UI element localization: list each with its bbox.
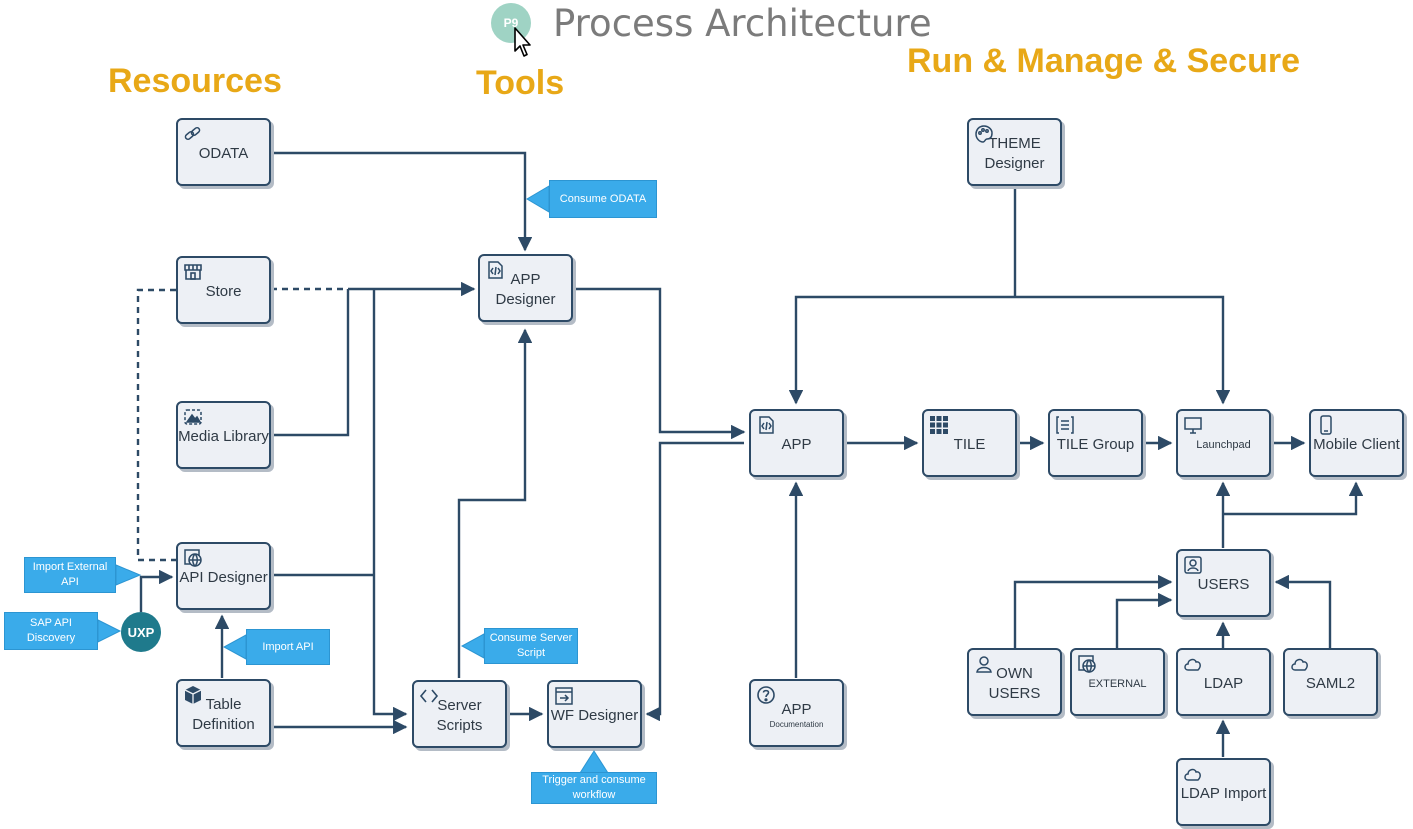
monitor-icon	[1184, 417, 1202, 434]
image-icon	[184, 409, 202, 425]
odata-node[interactable]: ODATA	[176, 118, 271, 186]
theme-designer-label: THEME Designer	[984, 135, 1045, 172]
user-icon	[976, 656, 992, 673]
store-icon	[184, 264, 202, 280]
users-node[interactable]: USERS	[1176, 549, 1271, 617]
edge-bus-vertical	[372, 289, 408, 722]
grid-icon	[930, 416, 948, 434]
trigger-workflow-callout: Trigger and consume workflow	[531, 772, 657, 804]
odata-label: ODATA	[198, 145, 249, 162]
consume-odata-callout: Consume ODATA	[549, 180, 657, 218]
code-file-icon	[488, 261, 503, 279]
import-external-api-callout: Import External API	[24, 557, 116, 593]
consume-server-script-callout: Consume Server Script	[484, 628, 578, 664]
table-definition-node[interactable]: Table Definition	[176, 679, 271, 747]
cloud-icon	[1184, 768, 1201, 781]
mouse-cursor-icon	[514, 27, 531, 57]
section-heading-tools: Tools	[476, 64, 565, 102]
wf-designer-label: WF Designer	[550, 707, 639, 724]
edge-server-scripts-app-designer	[457, 328, 533, 678]
tile-group-label: TILE Group	[1056, 436, 1135, 453]
mobile-client-node[interactable]: Mobile Client	[1309, 409, 1404, 477]
edge-users-mobile	[1223, 481, 1364, 516]
theme-designer-node[interactable]: THEME Designer	[967, 118, 1062, 186]
uxp-badge: UXP	[121, 612, 161, 652]
wf-designer-node[interactable]: WF Designer	[547, 680, 642, 748]
edge-app-wf-designer	[645, 441, 744, 722]
list-icon	[1056, 416, 1074, 434]
cloud-icon	[1184, 658, 1201, 671]
page-title: Process Architecture	[553, 2, 932, 45]
launchpad-label: Launchpad	[1196, 439, 1251, 451]
edge-own-users	[1013, 574, 1173, 648]
app-documentation-sublabel: Documentation	[769, 720, 824, 729]
ldap-node[interactable]: LDAP	[1176, 648, 1271, 716]
cloud-icon	[1291, 658, 1308, 671]
edge-odata-app-designer	[271, 151, 533, 252]
code-brackets-icon	[419, 689, 439, 703]
saml2-label: SAML2	[1305, 675, 1356, 692]
ldap-import-label: LDAP Import	[1180, 785, 1267, 802]
sap-api-discovery-callout: SAP API Discovery	[4, 612, 98, 650]
edge-app-designer-app	[574, 287, 746, 440]
app-designer-node[interactable]: APP Designer	[478, 254, 573, 322]
edge-theme-app	[788, 295, 1015, 405]
tile-label: TILE	[953, 436, 986, 453]
app-label: APP	[781, 436, 812, 453]
external-node[interactable]: EXTERNAL	[1070, 648, 1165, 716]
user-icon	[1184, 556, 1202, 574]
mobile-client-label: Mobile Client	[1313, 436, 1400, 453]
table-definition-label: Table Definition	[192, 696, 255, 733]
app-documentation-label: APP	[781, 701, 812, 718]
help-circle-icon	[757, 686, 775, 704]
section-heading-run-manage-secure: Run & Manage & Secure	[907, 42, 1300, 80]
api-designer-node[interactable]: API Designer	[176, 542, 271, 610]
server-scripts-node[interactable]: Server Scripts	[412, 680, 507, 748]
import-api-callout: Import API	[246, 629, 330, 665]
link-icon	[184, 126, 201, 141]
globe-window-icon	[184, 549, 202, 568]
globe-window-icon	[1078, 655, 1096, 674]
store-label: Store	[205, 283, 242, 300]
own-users-label: OWN USERS	[988, 665, 1041, 702]
edge-media-library	[271, 289, 350, 437]
edge-external	[1115, 592, 1173, 648]
app-documentation-node[interactable]: APP Documentation	[749, 679, 844, 747]
edge-theme-launchpad	[1015, 295, 1231, 405]
phone-icon	[1320, 415, 1332, 435]
media-library-label: Media Library	[178, 428, 269, 445]
edge-saml2	[1274, 574, 1332, 648]
p9-logo: P9	[491, 3, 531, 43]
workflow-icon	[555, 687, 573, 705]
media-library-node[interactable]: Media Library	[176, 401, 271, 469]
section-heading-resources: Resources	[108, 62, 282, 100]
ldap-label: LDAP	[1203, 675, 1244, 692]
server-scripts-label: Server Scripts	[436, 697, 483, 734]
ldap-import-node[interactable]: LDAP Import	[1176, 758, 1271, 826]
store-node[interactable]: Store	[176, 256, 271, 324]
users-label: USERS	[1197, 576, 1250, 593]
api-designer-label: API Designer	[179, 569, 268, 586]
edge-store-api-dashed	[136, 288, 176, 562]
saml2-node[interactable]: SAML2	[1283, 648, 1378, 716]
tile-group-node[interactable]: TILE Group	[1048, 409, 1143, 477]
own-users-node[interactable]: OWN USERS	[967, 648, 1062, 716]
edge-uxp-api	[139, 569, 174, 612]
external-label: EXTERNAL	[1088, 678, 1147, 690]
app-node[interactable]: APP	[749, 409, 844, 477]
cube-icon	[184, 686, 202, 704]
app-designer-label: APP Designer	[495, 271, 556, 308]
tile-node[interactable]: TILE	[922, 409, 1017, 477]
launchpad-node[interactable]: Launchpad	[1176, 409, 1271, 477]
code-file-icon	[759, 416, 774, 434]
palette-icon	[975, 125, 993, 143]
